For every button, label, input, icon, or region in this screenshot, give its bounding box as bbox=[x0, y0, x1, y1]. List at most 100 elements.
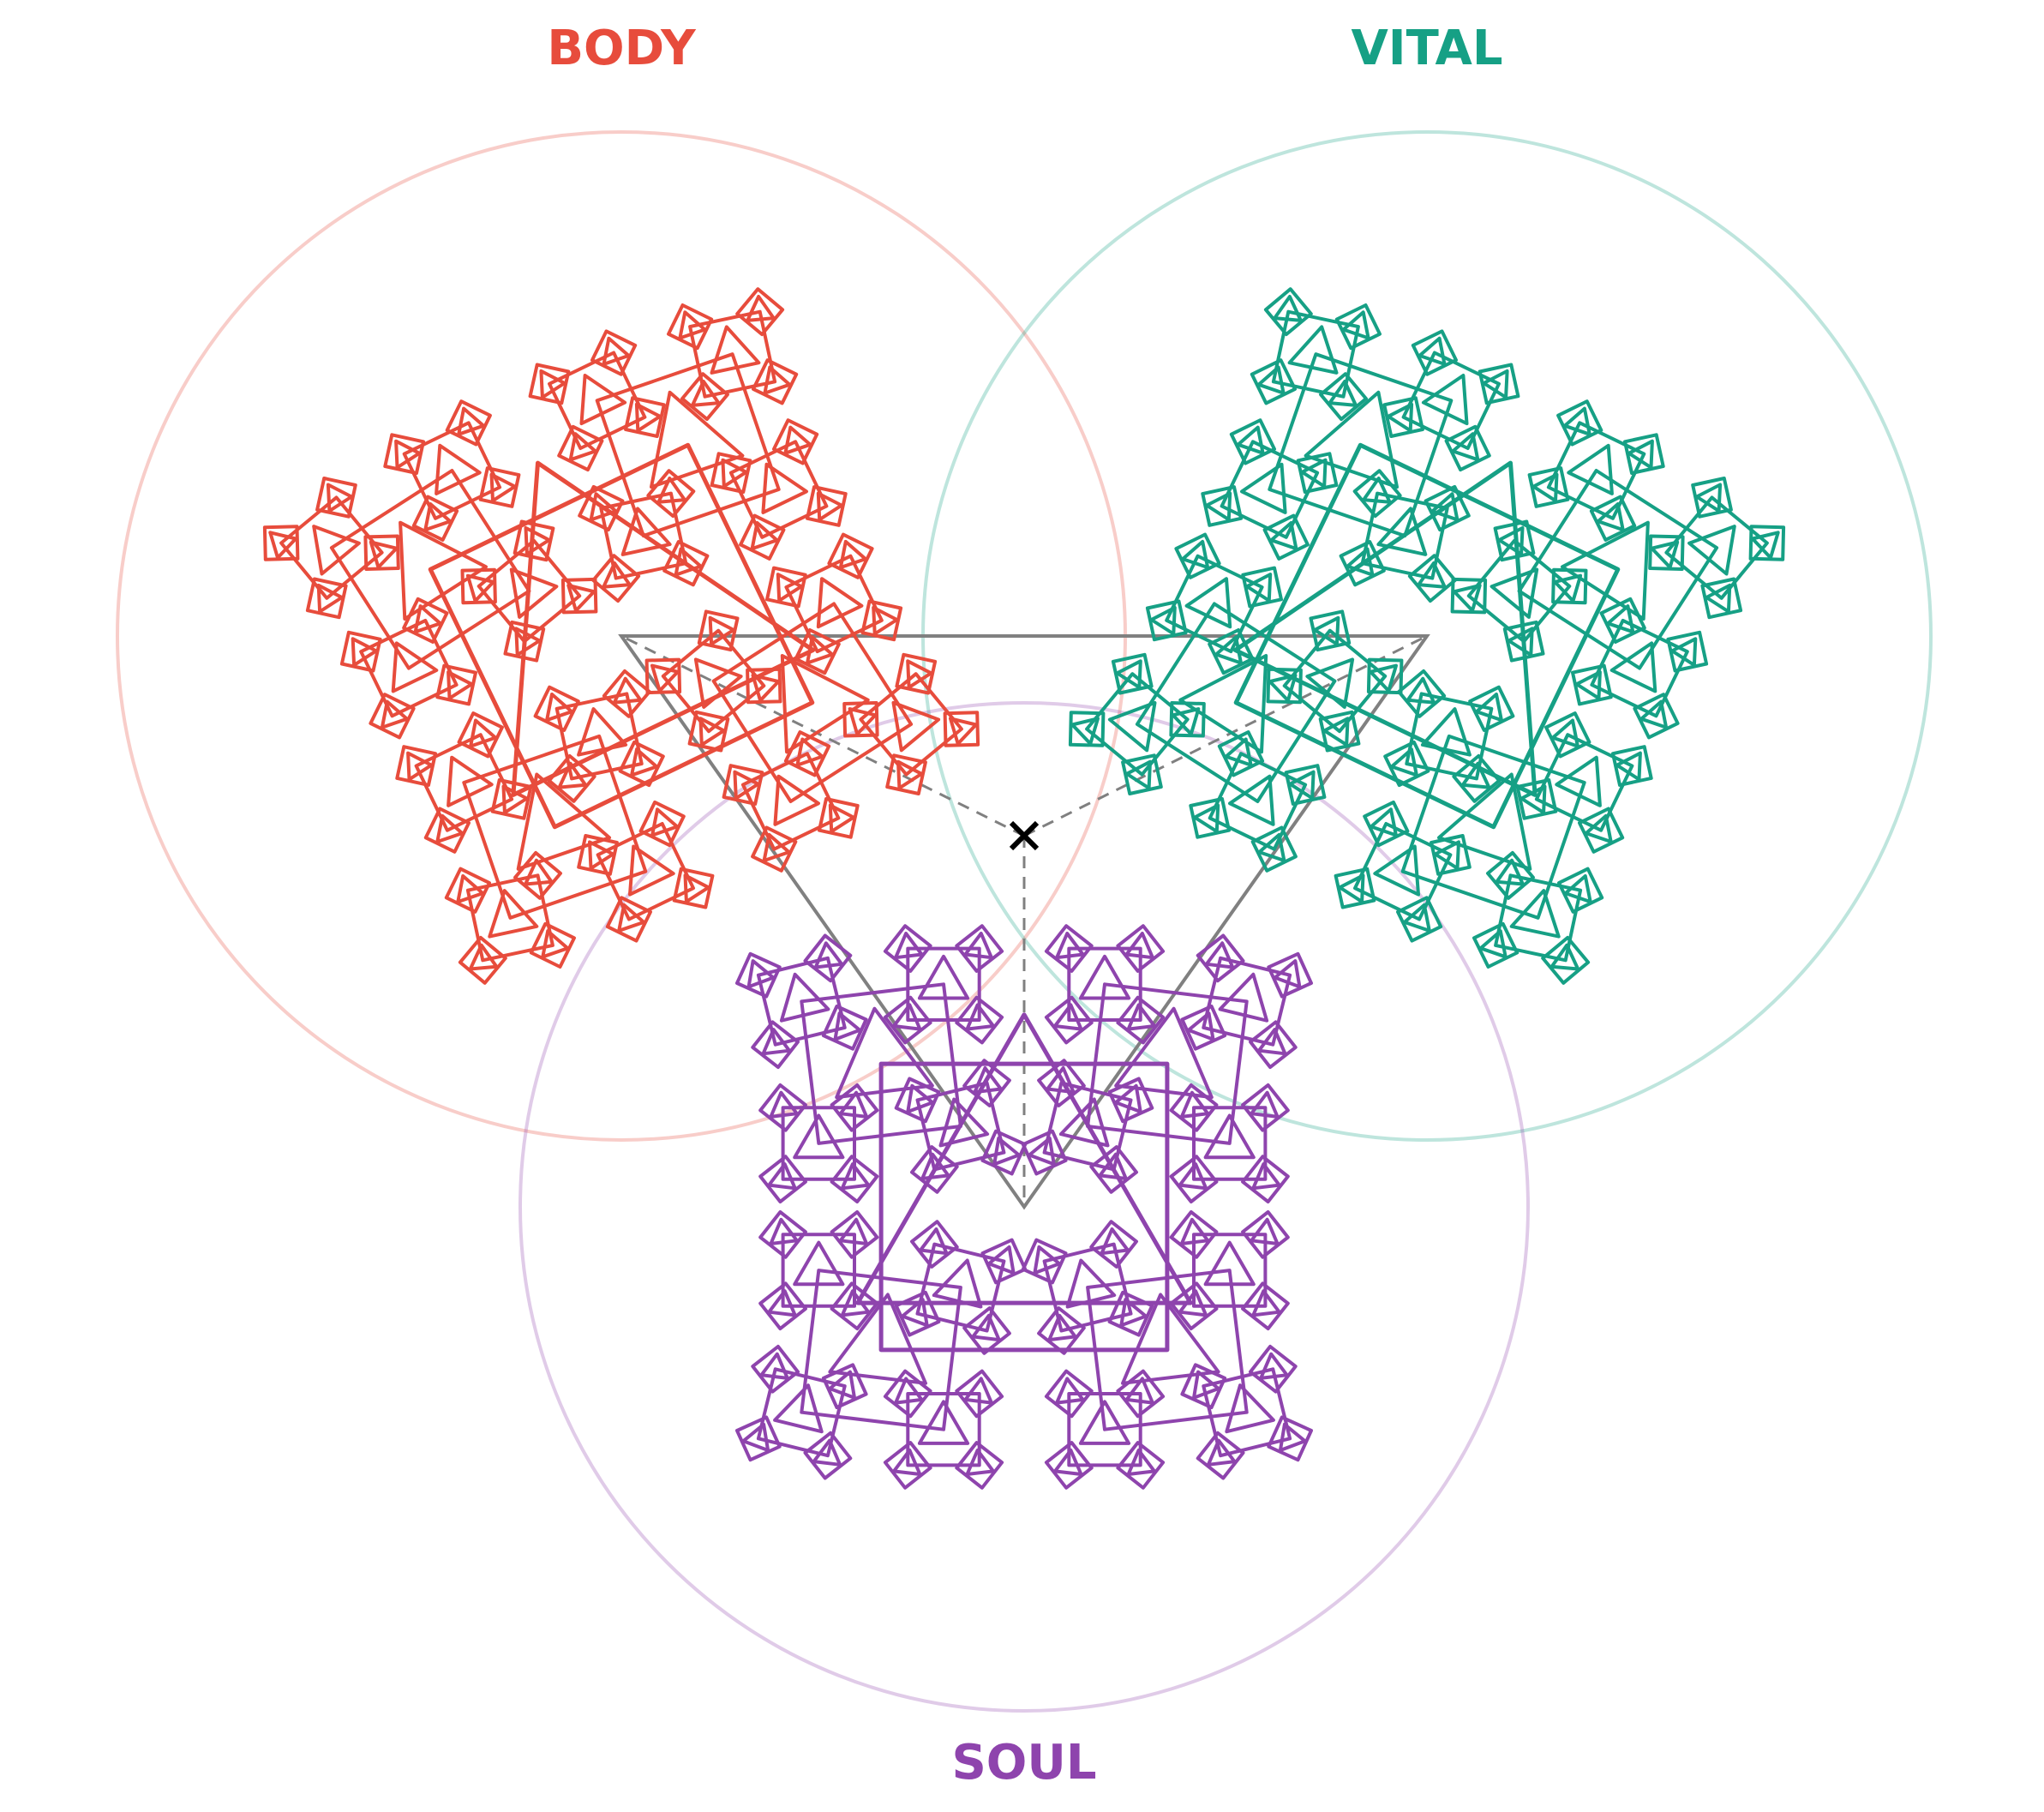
fractal-leaf-square bbox=[528, 363, 571, 405]
fractal-leaf-square bbox=[1249, 1344, 1298, 1394]
fractal-leaf-square bbox=[1493, 519, 1536, 562]
fractal-leaf-triangle bbox=[992, 1137, 1021, 1167]
fractal-leaf-triangle bbox=[435, 813, 465, 843]
fractal-triangle bbox=[1420, 707, 1472, 757]
fractal-leaf-square bbox=[910, 1145, 959, 1194]
fractal-leaf-triangle bbox=[920, 1152, 950, 1180]
fractal-leaf-triangle bbox=[674, 547, 703, 577]
fractal-square bbox=[781, 1233, 856, 1308]
fractal-leaf-triangle bbox=[848, 707, 878, 736]
fractal-square bbox=[595, 352, 781, 538]
fractal-leaf-square bbox=[1486, 850, 1535, 900]
fractal-square bbox=[711, 602, 914, 803]
fractal-leaf-square bbox=[1021, 1129, 1068, 1176]
fractal-leaf-triangle bbox=[767, 1289, 797, 1317]
fractal-leaf-triangle bbox=[965, 1448, 995, 1476]
fractal-leaf-triangle bbox=[1214, 635, 1243, 665]
fractal-leaf-square bbox=[1044, 924, 1094, 973]
fractal-leaf-triangle bbox=[1369, 807, 1398, 837]
fractal-leaf-square bbox=[885, 753, 927, 795]
fractal-leaf-square bbox=[624, 396, 666, 438]
fractal-triangle bbox=[1421, 374, 1469, 426]
fractal-leaf-triangle bbox=[840, 1289, 871, 1317]
fractal-triangle bbox=[693, 657, 743, 709]
fractal-leaf-square bbox=[955, 995, 1004, 1045]
fractal-leaf-triangle bbox=[1124, 759, 1152, 790]
fractal-leaf-square bbox=[305, 577, 348, 620]
fractal-leaf-triangle bbox=[741, 1422, 770, 1452]
fractal-triangle bbox=[828, 1293, 927, 1385]
fractal-triangle bbox=[391, 641, 439, 693]
fractal-leaf-triangle bbox=[539, 369, 566, 399]
fractal-leaf-square bbox=[445, 399, 492, 447]
fractal-leaf-triangle bbox=[833, 1011, 862, 1041]
fractal-leaf-triangle bbox=[1497, 525, 1525, 556]
fractal-leaf-square bbox=[1189, 797, 1231, 839]
fractal-leaf-triangle bbox=[1452, 584, 1482, 613]
fractal-leaf-square bbox=[751, 1020, 800, 1070]
fractal-leaf-triangle bbox=[1251, 1289, 1281, 1317]
fractal-triangle bbox=[435, 443, 482, 495]
fractal-leaf-square bbox=[806, 485, 848, 527]
fractal-leaf-square bbox=[722, 764, 764, 806]
fractal-leaf-triangle bbox=[751, 673, 781, 703]
fractal-leaf-triangle bbox=[1126, 1003, 1156, 1031]
fractal-leaf-triangle bbox=[589, 492, 618, 522]
fractal-triangle bbox=[773, 774, 820, 826]
fractal-leaf-square bbox=[697, 609, 740, 652]
fractal-square bbox=[554, 692, 644, 781]
fractal-leaf-triangle bbox=[698, 717, 726, 747]
fractal-square bbox=[1067, 1392, 1142, 1467]
fractal-leaf-square bbox=[1556, 399, 1603, 447]
fractal-leaf-triangle bbox=[501, 784, 529, 815]
fractal-leaf-triangle bbox=[1250, 1090, 1280, 1119]
fractal-triangle bbox=[1555, 755, 1602, 807]
fractal-square bbox=[477, 538, 582, 644]
fractal-leaf-square bbox=[1334, 867, 1376, 909]
fractal-leaf-triangle bbox=[1114, 1083, 1142, 1113]
fractal-leaf-square bbox=[1044, 1369, 1094, 1419]
fractal-leaf-square bbox=[1180, 1363, 1227, 1409]
fractal-leaf-square bbox=[895, 652, 938, 695]
fractal-leaf-triangle bbox=[1257, 1028, 1287, 1056]
center-triangle bbox=[618, 634, 1430, 1210]
fractal-leaf-triangle bbox=[1322, 717, 1350, 747]
fractal-triangle bbox=[1203, 1240, 1256, 1287]
fractal-leaf-square bbox=[478, 466, 521, 508]
fractal-leaf-triangle bbox=[1507, 627, 1534, 657]
fractal-square bbox=[1590, 618, 1689, 718]
fractal-triangle bbox=[1304, 390, 1399, 489]
fractal-leaf-square bbox=[602, 669, 651, 718]
fractal-leaf-triangle bbox=[1694, 483, 1723, 513]
fractal-leaf-square bbox=[1267, 1415, 1313, 1462]
fractal-leaf-square bbox=[1444, 424, 1491, 472]
fractal-leaf-square bbox=[751, 825, 798, 873]
fractal-leaf-triangle bbox=[1178, 1289, 1208, 1317]
fractal-leaf-triangle bbox=[1532, 472, 1559, 503]
fractal-leaf-triangle bbox=[1478, 929, 1508, 959]
fractal-leaf-square bbox=[1544, 711, 1591, 759]
fractal-leaf-triangle bbox=[630, 747, 659, 777]
fractal-leaf-triangle bbox=[746, 959, 776, 989]
fractal-leaf-triangle bbox=[1119, 1298, 1148, 1328]
fractal-square bbox=[1401, 351, 1501, 450]
fractal-leaf-square bbox=[1411, 329, 1458, 376]
fractal-triangle bbox=[1567, 443, 1614, 495]
fractal-leaf-triangle bbox=[612, 676, 643, 705]
fractal-leaf-square bbox=[460, 567, 497, 605]
fractal-square bbox=[1494, 873, 1583, 963]
fractal-triangle bbox=[1078, 954, 1131, 1000]
fractal-square bbox=[756, 1367, 847, 1458]
fractal-leaf-triangle bbox=[1273, 959, 1302, 989]
fractal-leaf-triangle bbox=[1482, 369, 1509, 399]
fractal-leaf-triangle bbox=[568, 432, 597, 462]
fractal-leaf-triangle bbox=[746, 295, 776, 322]
fractal-square bbox=[428, 442, 815, 830]
fractal-square bbox=[1086, 982, 1249, 1145]
soul-circle bbox=[518, 701, 1530, 1713]
fractal-triangle bbox=[938, 1097, 990, 1148]
fractal-leaf-square bbox=[894, 1290, 941, 1337]
fractal-leaf-triangle bbox=[1028, 1137, 1056, 1167]
fractal-leaf-triangle bbox=[1362, 477, 1392, 504]
